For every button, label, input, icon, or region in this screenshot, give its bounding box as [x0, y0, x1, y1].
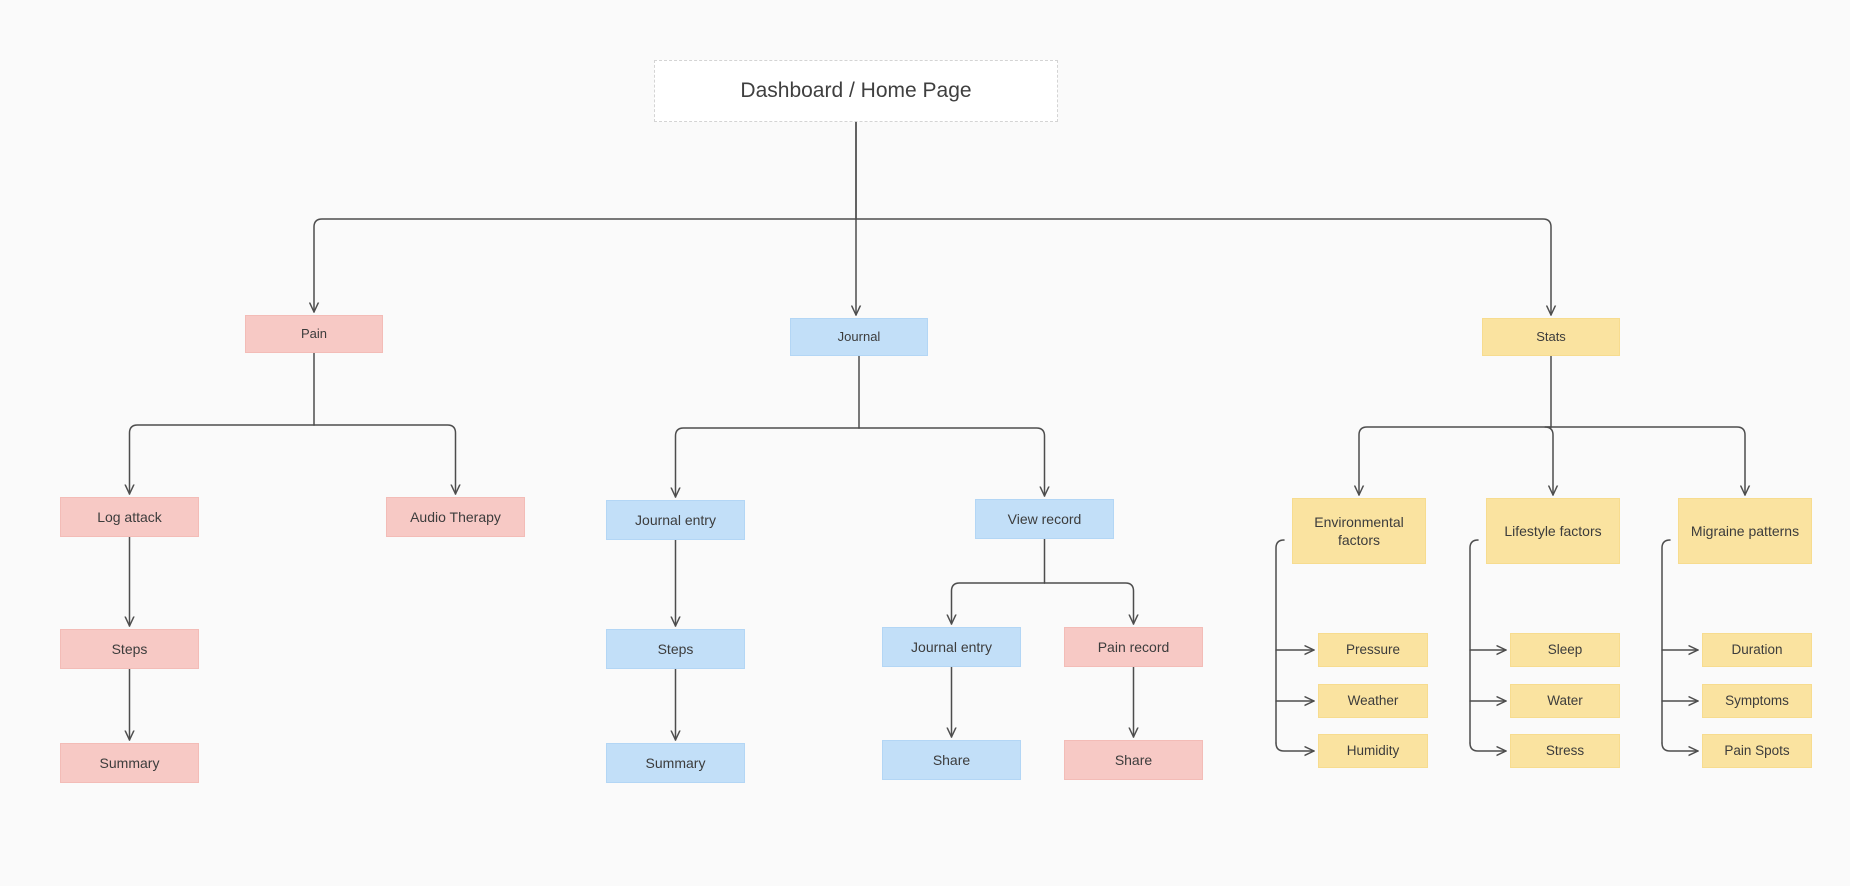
- node-label: View record: [1007, 510, 1082, 527]
- node-life[interactable]: Lifestyle factors: [1486, 498, 1620, 564]
- connector: [1544, 426, 1553, 496]
- connector: [1359, 426, 1552, 496]
- connector: [1661, 539, 1671, 744]
- node-label: Share: [1114, 751, 1153, 768]
- connector: [676, 427, 860, 498]
- connector: [1275, 539, 1285, 744]
- node-vr-pain[interactable]: Pain record: [1064, 627, 1203, 667]
- node-humidity[interactable]: Humidity: [1318, 734, 1428, 768]
- node-pressure[interactable]: Pressure: [1318, 633, 1428, 667]
- connector: [313, 424, 456, 495]
- node-water[interactable]: Water: [1510, 684, 1620, 718]
- node-j-steps[interactable]: Steps: [606, 629, 745, 669]
- connector: [1275, 742, 1315, 751]
- node-label: Humidity: [1346, 743, 1400, 759]
- connector: [1550, 426, 1745, 496]
- node-mig[interactable]: Migraine patterns: [1678, 498, 1812, 564]
- node-label: Journal: [837, 328, 881, 344]
- node-label: Share: [932, 751, 971, 768]
- node-journal[interactable]: Journal: [790, 318, 928, 356]
- node-vr-entry[interactable]: Journal entry: [882, 627, 1021, 667]
- node-logattack[interactable]: Log attack: [60, 497, 199, 537]
- node-weather[interactable]: Weather: [1318, 684, 1428, 718]
- node-label: Duration: [1731, 642, 1783, 658]
- node-label: Symptoms: [1725, 693, 1789, 709]
- node-label: Audio Therapy: [410, 508, 501, 525]
- node-pain[interactable]: Pain: [245, 315, 383, 353]
- node-label: Environmental factors: [1314, 513, 1404, 548]
- node-symptoms[interactable]: Symptoms: [1702, 684, 1812, 718]
- node-label: Summary: [645, 754, 706, 771]
- node-pain-summary[interactable]: Summary: [60, 743, 199, 783]
- node-vr-share2[interactable]: Share: [1064, 740, 1203, 780]
- node-label: Summary: [99, 754, 160, 771]
- node-label: Water: [1547, 693, 1583, 709]
- node-duration[interactable]: Duration: [1702, 633, 1812, 667]
- node-label: Journal entry: [635, 511, 716, 528]
- node-label: Steps: [657, 640, 694, 657]
- connector: [1469, 539, 1479, 744]
- node-label: Stats: [1536, 328, 1566, 344]
- node-stats[interactable]: Stats: [1482, 318, 1620, 356]
- node-label: Pressure: [1345, 642, 1401, 658]
- node-sleep[interactable]: Sleep: [1510, 633, 1620, 667]
- connector: [130, 424, 315, 495]
- node-j-summary[interactable]: Summary: [606, 743, 745, 783]
- connector: [314, 218, 857, 313]
- connector: [1043, 582, 1134, 625]
- node-painspots[interactable]: Pain Spots: [1702, 734, 1812, 768]
- node-label: Sleep: [1547, 642, 1583, 658]
- node-label: Migraine patterns: [1690, 522, 1800, 539]
- node-label: Pain record: [1097, 638, 1170, 655]
- node-env[interactable]: Environmental factors: [1292, 498, 1426, 564]
- node-audiotherapy[interactable]: Audio Therapy: [386, 497, 525, 537]
- node-label: Stress: [1545, 743, 1585, 759]
- node-label: Weather: [1347, 693, 1399, 709]
- node-pain-steps[interactable]: Steps: [60, 629, 199, 669]
- node-label: Journal entry: [911, 638, 992, 655]
- node-label: Pain Spots: [1724, 743, 1790, 759]
- connector: [858, 427, 1045, 497]
- node-root[interactable]: Dashboard / Home Page: [654, 60, 1058, 122]
- connector: [1469, 742, 1507, 751]
- node-vr-share1[interactable]: Share: [882, 740, 1021, 780]
- connector: [952, 582, 1046, 625]
- node-j-entry[interactable]: Journal entry: [606, 500, 745, 540]
- node-viewrecord[interactable]: View record: [975, 499, 1114, 539]
- node-label: Steps: [111, 640, 148, 657]
- node-label: Lifestyle factors: [1504, 522, 1602, 539]
- connector: [1661, 742, 1699, 751]
- node-label: Dashboard / Home Page: [740, 79, 972, 103]
- node-stress[interactable]: Stress: [1510, 734, 1620, 768]
- node-label: Log attack: [97, 508, 162, 525]
- node-label: Pain: [300, 325, 328, 341]
- connector: [855, 218, 1551, 316]
